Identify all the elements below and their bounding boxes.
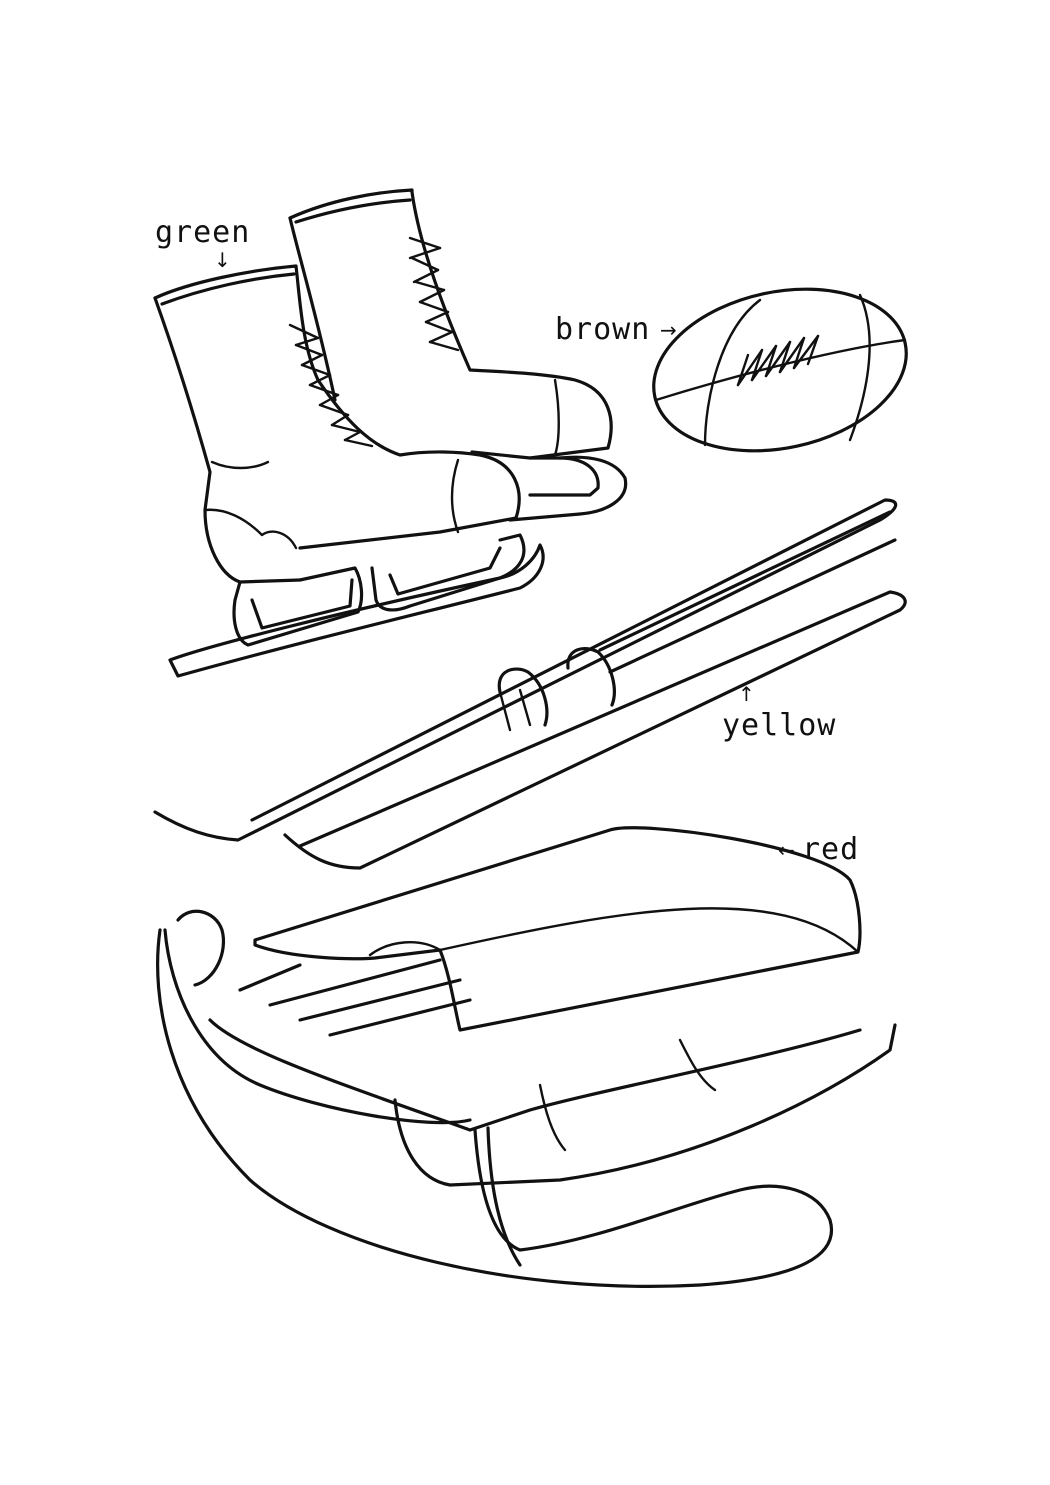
sled-illustration [156, 826, 897, 1288]
ice-skate-back-illustration [288, 188, 628, 522]
arrow-down-icon: ↓ [214, 248, 231, 272]
ice-skate-front-illustration [153, 264, 545, 678]
label-red: red [802, 832, 860, 867]
label-yellow: yellow [722, 708, 837, 743]
arrow-up-icon: ↑ [738, 682, 755, 706]
skis-illustration [153, 498, 907, 870]
label-green: green [155, 215, 251, 250]
football-illustration [652, 287, 908, 453]
arrow-right-icon: → [660, 318, 677, 342]
label-brown: brown [555, 312, 651, 347]
